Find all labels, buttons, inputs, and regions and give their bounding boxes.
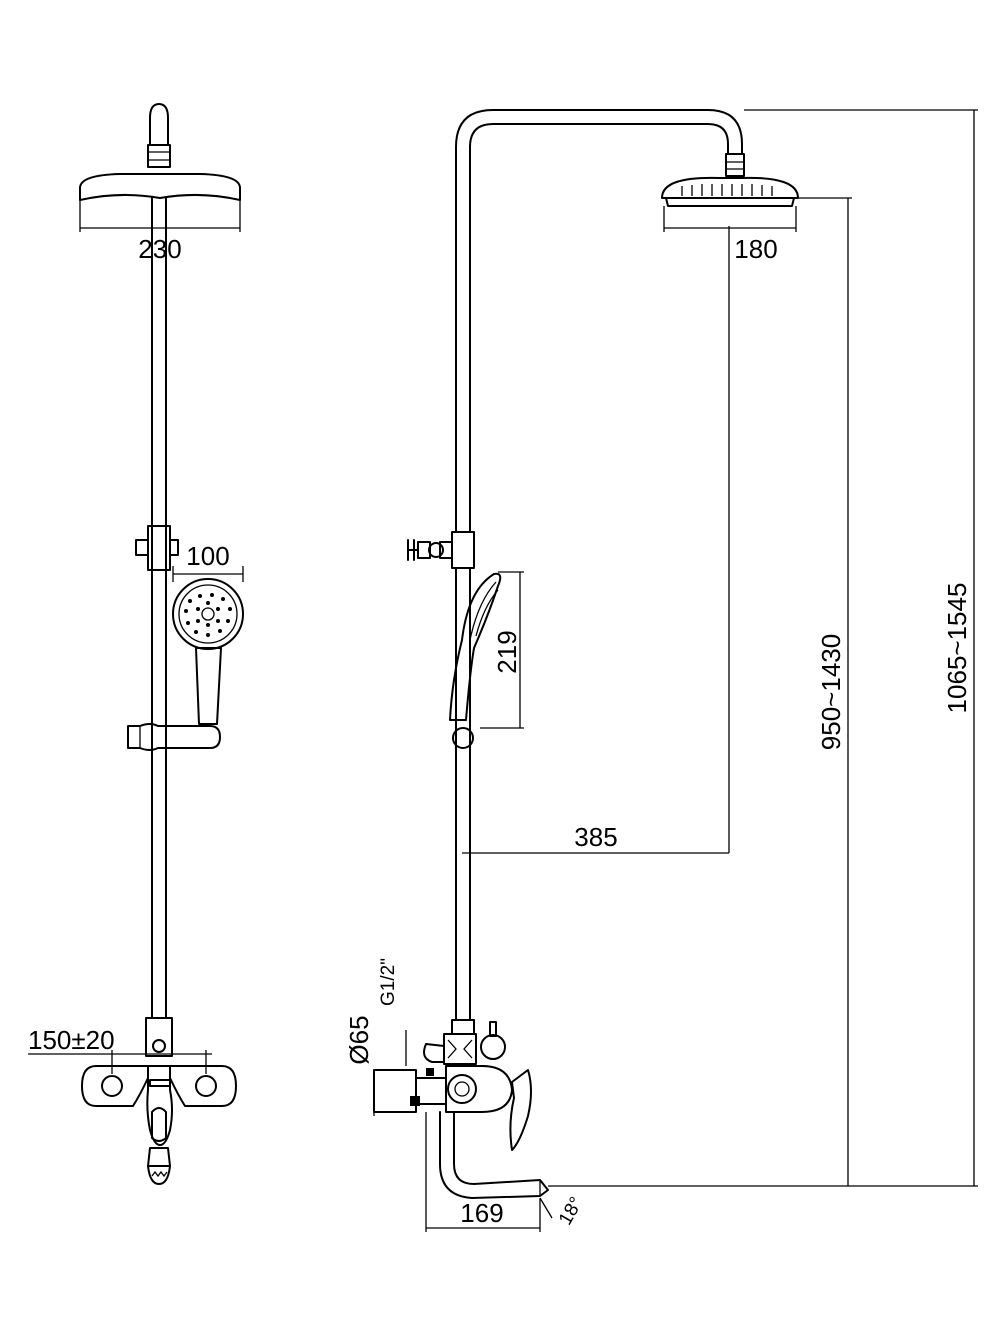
side-escutcheon [373,1069,417,1113]
front-pipe-nut [147,144,171,168]
front-rain-head [79,173,241,201]
label-inlet-thread: G1/2" [378,958,399,1006]
side-hook-slider [451,531,475,569]
label-shower-head-height: 950~1430 [816,634,846,750]
front-hand-shower [172,578,244,725]
front-valve-connector [145,1017,173,1057]
label-rain-head-side-width: 180 [734,234,777,264]
label-arm-projection: 385 [574,822,617,852]
side-view [373,109,799,1199]
label-inlet-spacing: 150±20 [28,1025,115,1055]
side-mixer-assembly [373,1019,549,1199]
dimension-lines [28,109,978,1232]
side-spout [439,1111,549,1199]
side-riser-and-arm [455,109,743,533]
label-rain-head-front-width: 230 [138,234,181,264]
front-mixer-body [81,1065,237,1185]
side-hand-shower [449,572,502,721]
front-ceiling-pipe [149,103,169,146]
label-hand-shower-length: 219 [492,630,522,673]
label-hand-shower-diameter: 100 [186,541,229,571]
label-escutcheon-diameter: Ø65 [344,1015,374,1064]
front-hand-holder [127,723,221,751]
label-spout-angle: 18° [555,1194,588,1229]
label-spout-projection: 169 [460,1198,503,1228]
front-view [79,103,244,1185]
label-total-height: 1065~1545 [942,583,972,714]
side-rain-head [661,176,799,207]
